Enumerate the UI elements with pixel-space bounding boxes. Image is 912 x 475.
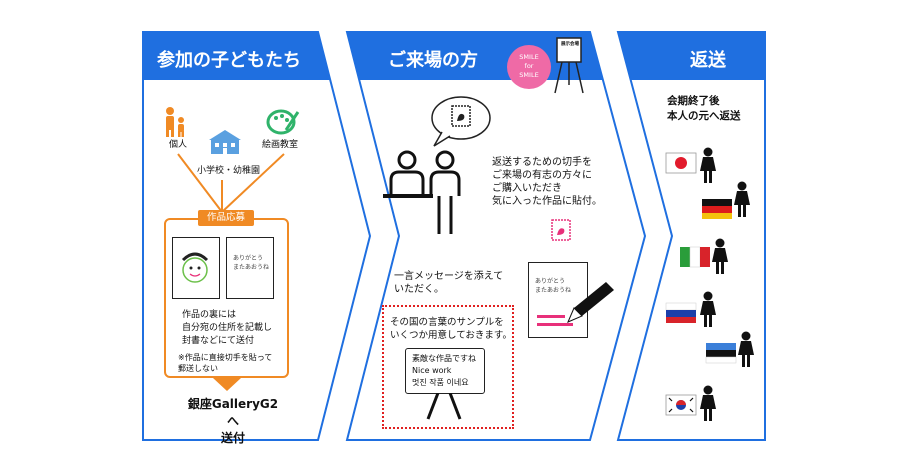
- entry-badge: 作品応募: [198, 210, 254, 226]
- reception-desk-icon: [383, 150, 461, 234]
- return-subtitle: 会期終了後 本人の元へ返送: [667, 95, 741, 122]
- panel-return-header: [618, 32, 765, 80]
- pen-icon: [567, 282, 614, 323]
- message-line-2: [537, 323, 573, 326]
- parent-child-icon: [166, 107, 184, 137]
- russia-flag: [665, 302, 697, 323]
- artwork-front: [172, 237, 220, 299]
- flag-rows: [665, 147, 754, 421]
- speech-bubble-icon: [431, 96, 491, 147]
- art-class-label: 絵画教室: [262, 140, 299, 150]
- board-stand-icon: [426, 393, 462, 420]
- person-icon: [700, 147, 716, 183]
- sample-board: 素敵な作品ですね Nice work 멋진 작품 이네요: [405, 348, 485, 394]
- school-icon: [209, 130, 241, 154]
- return-panel-title: 返送: [690, 50, 726, 71]
- sample-line-ko: 멋진 작품 이네요: [412, 378, 469, 387]
- message-line-1: [537, 315, 565, 318]
- send-to-label: 銀座GalleryG2へ 送付: [187, 397, 279, 445]
- sample-box: [382, 305, 514, 429]
- palette-icon: [266, 109, 300, 135]
- artwork-back-text: ありがとう またあおうね: [233, 255, 270, 271]
- message-card: ありがとう またあおうね: [528, 262, 588, 338]
- person-icon: [700, 385, 716, 421]
- down-arrow-icon: [213, 378, 241, 391]
- stamp-instructions: 返送するための切手を ご来場の有志の方々に ご購入いただき 気に入った作品に貼付…: [492, 157, 602, 207]
- germany-flag: [702, 199, 732, 219]
- visitors-panel-title: ご来場の方: [388, 50, 478, 71]
- artwork-back: ありがとう またあおうね: [226, 237, 274, 299]
- person-icon: [712, 238, 728, 274]
- children-panel-title: 参加の子どもたち: [157, 50, 301, 71]
- person-icon: [738, 331, 754, 367]
- person-icon: [734, 181, 750, 217]
- stamp-icon: [551, 219, 571, 241]
- sample-line-ja: 素敵な作品ですね: [412, 354, 476, 363]
- japan-flag: [665, 152, 697, 174]
- estonia-flag: [705, 343, 737, 364]
- panel-children-header: [143, 32, 330, 80]
- mail-note: ※作品に直接切手を貼って 郵送しない: [178, 353, 273, 373]
- person-icon: [700, 291, 716, 327]
- korea-flag: [665, 394, 697, 416]
- converging-arrows: [177, 153, 285, 213]
- child-drawing-icon: [181, 252, 209, 283]
- individual-label: 個人: [169, 140, 188, 150]
- easel-icon: [554, 37, 584, 94]
- sample-line-en: Nice work: [412, 366, 452, 375]
- school-label: 小学校・幼稚園: [197, 166, 261, 176]
- message-instructions: 一言メッセージを添えて いただく。: [394, 271, 504, 295]
- message-card-text: ありがとう またあおうね: [535, 278, 572, 294]
- italy-flag: [680, 246, 710, 268]
- sample-instructions: その国の言葉のサンプルを いくつか用意しておきます。: [390, 317, 512, 341]
- easel-sign: 展示会場: [561, 42, 579, 47]
- back-instructions: 作品の裏には 自分宛の住所を記載し 封書などにて送付: [182, 310, 273, 346]
- smile-badge: SMILE for SMILE: [507, 45, 551, 89]
